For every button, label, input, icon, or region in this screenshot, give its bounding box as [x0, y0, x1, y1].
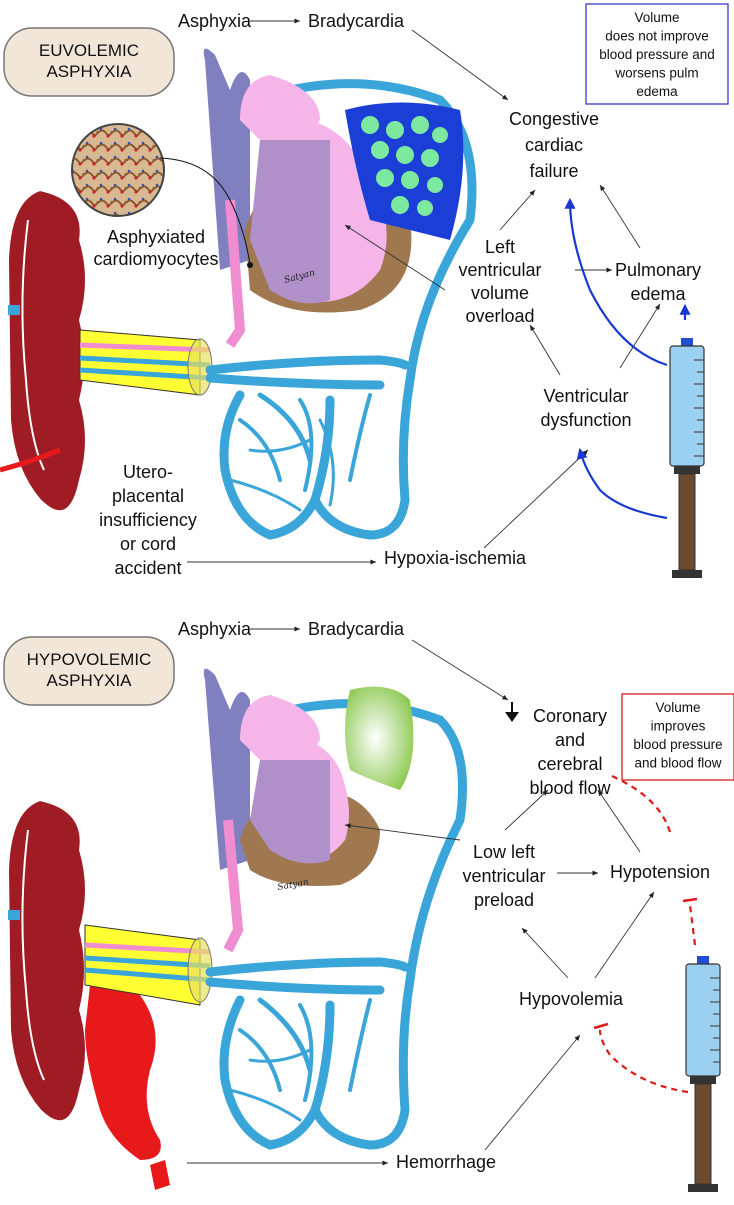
title-pill-hypovolemic — [3, 636, 175, 706]
heart-illustration: Satyan — [203, 48, 464, 348]
note-box-bottom — [621, 693, 734, 781]
cardiomyocytes-magnified — [71, 123, 165, 217]
top-volume-arrows — [564, 197, 691, 520]
top-arrows — [187, 18, 661, 565]
label-hemorrhage: Hemorrhage — [396, 1152, 496, 1172]
label-hypoxia-ischemia: Hypoxia-ischemia — [384, 548, 527, 568]
vasculature — [205, 79, 477, 540]
syringe-bottom[interactable] — [685, 956, 721, 1192]
label-asphyxia-top: Asphyxia — [178, 11, 252, 31]
bottom-arrows — [187, 626, 655, 1166]
hemorrhage-shape — [85, 981, 161, 1160]
note-box-top — [585, 3, 729, 105]
label-bradycardia-top: Bradycardia — [308, 11, 405, 31]
label-hypotension: Hypotension — [610, 862, 710, 882]
decrease-arrow — [505, 702, 519, 722]
label-asphyxia-bottom: Asphyxia — [178, 619, 252, 639]
syringe-top[interactable] — [669, 338, 705, 578]
placenta-shape — [6, 188, 87, 513]
placenta-shape-bottom — [6, 798, 87, 1123]
bottom-inhibition-bars — [593, 897, 698, 1030]
umbilical-cord — [79, 329, 213, 396]
title-pill-euvolemic — [3, 27, 175, 97]
label-hypovolemia: Hypovolemia — [519, 989, 624, 1009]
bottom-volume-inhibition — [598, 775, 697, 1094]
umbilical-cord-bottom — [84, 924, 213, 1006]
label-bradycardia-bottom: Bradycardia — [308, 619, 405, 639]
vasculature-bottom — [205, 699, 467, 1150]
